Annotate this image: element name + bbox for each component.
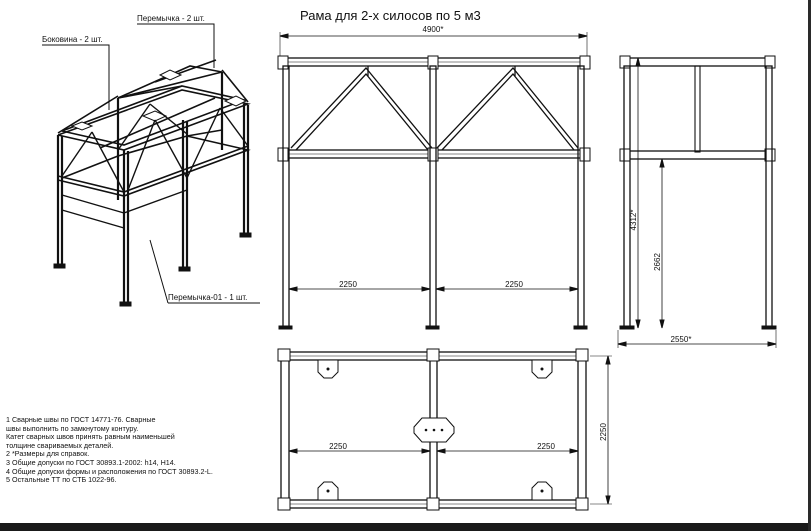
viewer-bottom-edge bbox=[0, 523, 811, 531]
note-line: толщине свариваемых деталей. bbox=[6, 440, 114, 450]
dim-side-height-total: 4312* bbox=[629, 210, 638, 231]
dim-plan-depth: 2250 bbox=[599, 423, 608, 441]
dim-front-width: 4900* bbox=[423, 25, 444, 34]
iso-plates bbox=[70, 69, 248, 131]
plan-view: 2250 2250 2250 bbox=[277, 348, 612, 511]
dim-front-span-right: 2250 bbox=[505, 280, 523, 289]
note-line: швы выполнить по замкнутому контуру. bbox=[6, 423, 139, 433]
leader-peremychka-01 bbox=[149, 239, 169, 304]
dim-side-height-lower: 2662 bbox=[653, 253, 662, 271]
iso-feet bbox=[53, 232, 252, 307]
isometric-view bbox=[42, 23, 260, 307]
drawing-title: Рама для 2-х силосов по 5 м3 bbox=[300, 8, 481, 23]
side-view: 4312* 2662 2550* bbox=[617, 55, 777, 348]
leader-peremychka bbox=[137, 23, 215, 68]
note-line: 3 Общие допуски по ГОСТ 30893.1-2002: h1… bbox=[6, 457, 176, 467]
technical-notes: 1 Сварные швы по ГОСТ 14771-76. Сварные … bbox=[6, 415, 213, 485]
note-line: 1 Сварные швы по ГОСТ 14771-76. Сварные bbox=[6, 415, 156, 424]
iso-mid-frame bbox=[57, 129, 251, 197]
dim-front-span-left: 2250 bbox=[339, 280, 357, 289]
callout-bokovina: Боковина - 2 шт. bbox=[42, 35, 103, 44]
dim-side-width: 2550* bbox=[671, 335, 692, 344]
note-line: Катет сварных швов принять равным наимен… bbox=[6, 432, 175, 442]
iso-bracing bbox=[61, 103, 249, 229]
leader-bokovina bbox=[42, 44, 110, 110]
callout-peremychka: Перемычка - 2 шт. bbox=[137, 14, 205, 23]
callout-peremychka-01: Перемычка-01 - 1 шт. bbox=[168, 293, 248, 302]
note-line: 5 Остальные ТТ по СТБ 1022-96. bbox=[6, 475, 117, 485]
iso-legs bbox=[56, 72, 250, 305]
note-line: 2 *Размеры для справок. bbox=[6, 449, 90, 459]
front-view: 4900* bbox=[277, 25, 591, 330]
dim-plan-span-left: 2250 bbox=[329, 442, 347, 451]
dim-plan-span-right: 2250 bbox=[537, 442, 555, 451]
note-line: 4 Общие допуски формы и расположения по … bbox=[6, 466, 213, 476]
iso-top-frame bbox=[57, 59, 251, 151]
viewer-scrollbar[interactable] bbox=[808, 0, 811, 531]
